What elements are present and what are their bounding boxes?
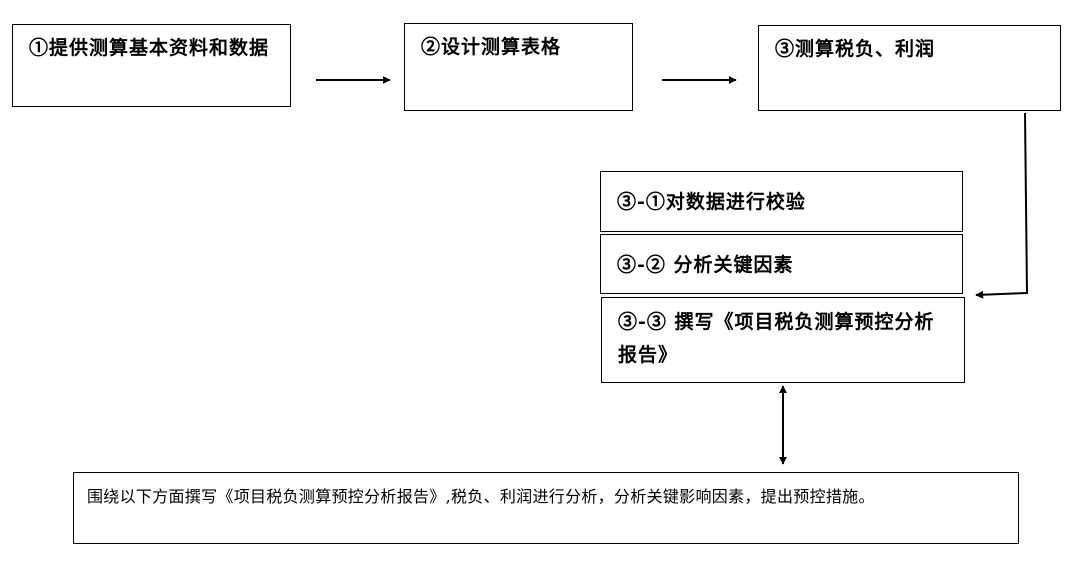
step-3-label: ③测算税负、利润: [775, 38, 936, 60]
sub-step-1-box: ③-①对数据进行校验: [600, 171, 963, 232]
sub-step-3-box: ③-③ 撰写《项目税负测算预控分析报告》: [601, 297, 965, 383]
step-2-label: ②设计测算表格: [421, 36, 562, 58]
step-1-box: ①提供测算基本资料和数据: [12, 24, 291, 107]
arrow-step3-to-substeps: [975, 112, 1029, 299]
step-1-label: ①提供测算基本资料和数据: [29, 37, 270, 59]
sub-step-1-label: ③-①对数据进行校验: [617, 191, 806, 213]
sub-step-3-label: ③-③ 撰写《项目税负测算预控分析报告》: [618, 311, 935, 366]
step-3-box: ③测算税负、利润: [758, 25, 1061, 111]
step-2-box: ②设计测算表格: [404, 23, 633, 111]
sub-step-2-label: ③-② 分析关键因素: [617, 254, 794, 276]
sub-step-2-box: ③-② 分析关键因素: [600, 234, 963, 294]
report-note-box: 围绕以下方面撰写《项目税负测算预控分析报告》,税负、利润进行分析，分析关键影响因…: [73, 472, 1019, 544]
report-note-text: 围绕以下方面撰写《项目税负测算预控分析报告》,税负、利润进行分析，分析关键影响因…: [87, 487, 875, 506]
